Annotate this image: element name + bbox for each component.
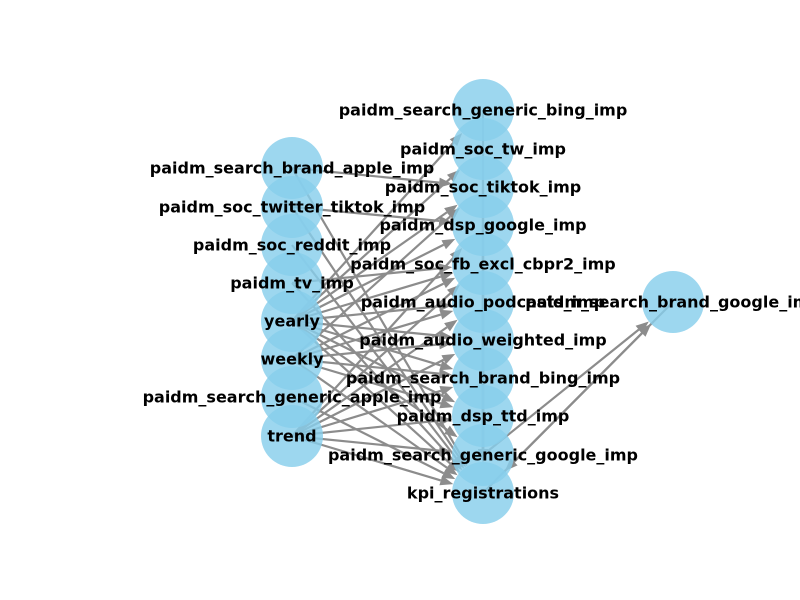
node-label-paidm_search_generic_apple_imp: paidm_search_generic_apple_imp (143, 388, 442, 407)
edge-line (291, 211, 448, 322)
node-label-paidm_soc_reddit_imp: paidm_soc_reddit_imp (193, 236, 391, 255)
arrowhead-icon (438, 368, 453, 379)
node-label-paidm_search_generic_google_imp: paidm_search_generic_google_imp (328, 446, 638, 465)
node-label-paidm_search_brand_google_imp: paidm_search_brand_google_imp (525, 293, 800, 312)
node-label-paidm_audio_weighted_imp: paidm_audio_weighted_imp (359, 331, 607, 350)
node-label-paidm_soc_twitter_tiktok_imp: paidm_soc_twitter_tiktok_imp (159, 198, 425, 217)
arrowhead-icon (635, 321, 649, 334)
arrowhead-icon (441, 353, 456, 365)
arrowhead-icon (439, 398, 454, 409)
arrowhead-icon (439, 309, 454, 320)
nodes-layer (261, 79, 704, 524)
node-label-paidm_dsp_google_imp: paidm_dsp_google_imp (379, 216, 586, 235)
arrowhead-icon (438, 445, 453, 456)
node-paidm_search_brand_google_imp[interactable] (642, 271, 704, 333)
node-label-paidm_search_generic_bing_imp: paidm_search_generic_bing_imp (339, 101, 628, 120)
node-label-trend: trend (267, 427, 316, 446)
edge-line (291, 320, 448, 431)
arrowhead-icon (444, 463, 458, 476)
labels-layer: paidm_search_brand_apple_imppaidm_soc_tw… (143, 101, 800, 503)
arrowhead-icon (444, 204, 458, 217)
edge-yearly-to-paidm_soc_tiktok_imp (291, 204, 458, 322)
node-kpi_registrations[interactable] (452, 462, 514, 524)
arrowhead-icon (439, 386, 454, 396)
edge-paidm_search_generic_google_imp-to-paidm_search_brand_google_imp (482, 321, 649, 456)
arrowhead-icon (438, 215, 453, 226)
node-label-paidm_dsp_ttd_imp: paidm_dsp_ttd_imp (397, 407, 570, 426)
node-label-paidm_soc_tiktok_imp: paidm_soc_tiktok_imp (385, 178, 582, 197)
node-label-paidm_search_brand_bing_imp: paidm_search_brand_bing_imp (346, 369, 620, 388)
node-label-paidm_search_brand_apple_imp: paidm_search_brand_apple_imp (150, 159, 434, 178)
arrowhead-icon (438, 339, 453, 350)
arrowhead-icon (441, 238, 456, 250)
node-label-yearly: yearly (264, 312, 320, 331)
arrowhead-icon (638, 323, 652, 337)
edge-trend-to-paidm_audio_podcasts_imp (291, 319, 458, 437)
arrowhead-icon (438, 330, 453, 341)
arrowhead-icon (441, 277, 456, 289)
node-trend[interactable] (261, 405, 323, 467)
edge-yearly-to-paidm_search_generic_google_imp (291, 320, 458, 438)
edge-line (291, 326, 448, 437)
node-label-paidm_soc_tw_imp: paidm_soc_tw_imp (400, 140, 566, 159)
node-label-weekly: weekly (260, 350, 324, 369)
node-label-paidm_tv_imp: paidm_tv_imp (230, 274, 354, 293)
arrowhead-icon (441, 391, 456, 403)
edge-line (482, 328, 640, 456)
arrowhead-icon (444, 425, 458, 438)
arrowhead-icon (444, 319, 458, 332)
arrowhead-icon (438, 263, 453, 274)
node-label-paidm_soc_fb_excl_cbpr2_imp: paidm_soc_fb_excl_cbpr2_imp (350, 255, 615, 274)
arrowhead-icon (439, 360, 454, 371)
arrowhead-icon (438, 301, 453, 312)
arrowhead-icon (438, 177, 453, 188)
arrowhead-icon (439, 475, 454, 486)
arrowhead-icon (438, 415, 453, 426)
node-label-paidm_audio_podcasts_imp: paidm_audio_podcasts_imp (361, 293, 605, 312)
node-label-kpi_registrations: kpi_registrations (407, 484, 559, 503)
